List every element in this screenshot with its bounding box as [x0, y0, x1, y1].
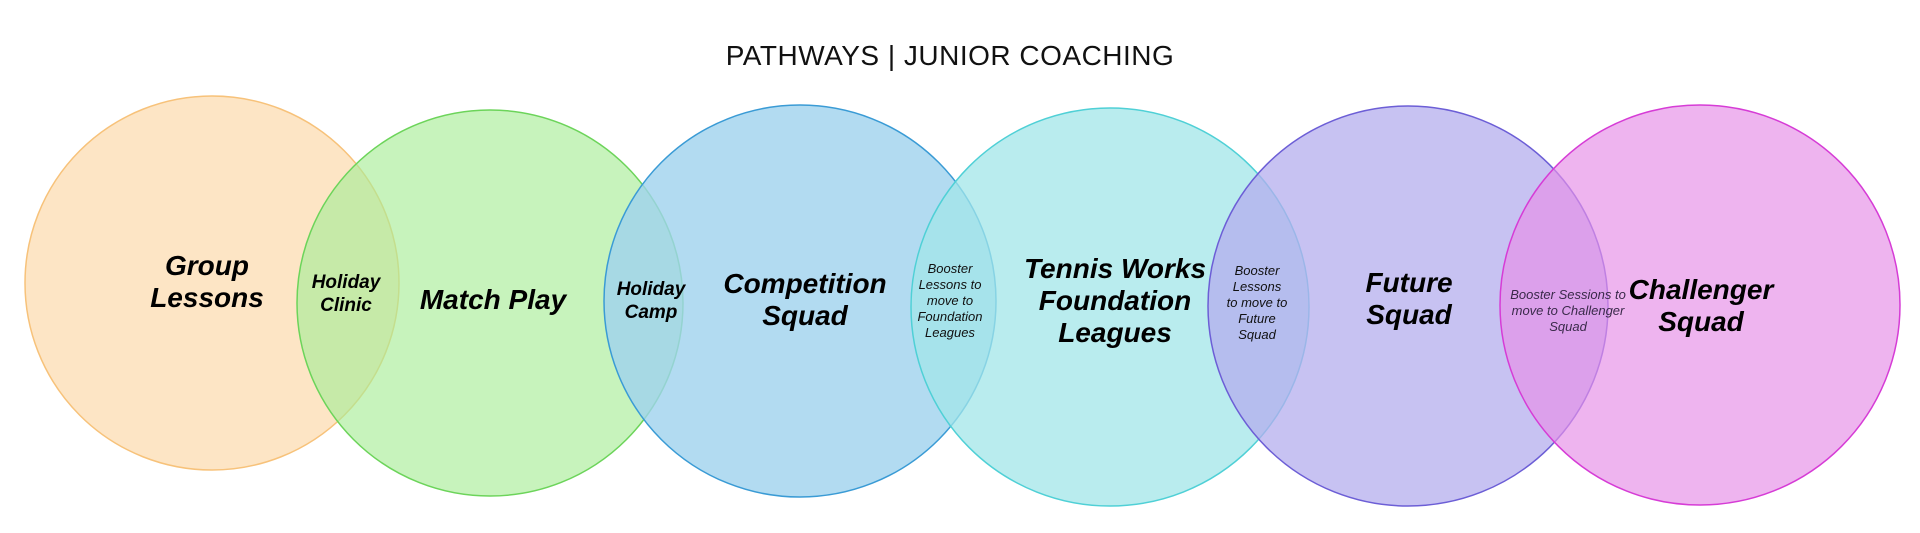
label-match-play: Match Play: [419, 284, 567, 315]
page-title: PATHWAYS | JUNIOR COACHING: [725, 40, 1175, 71]
circle-challenger-squad: [1499, 104, 1901, 506]
overlap-label-booster-future: Booster Lessons to move to Future Squad: [1226, 263, 1288, 342]
overlap-label-booster-foundation: Booster Lessons to move to Foundation Le…: [917, 261, 983, 340]
overlap-label-booster-challenger: Booster Sessions to move to Challenger S…: [1510, 287, 1626, 334]
